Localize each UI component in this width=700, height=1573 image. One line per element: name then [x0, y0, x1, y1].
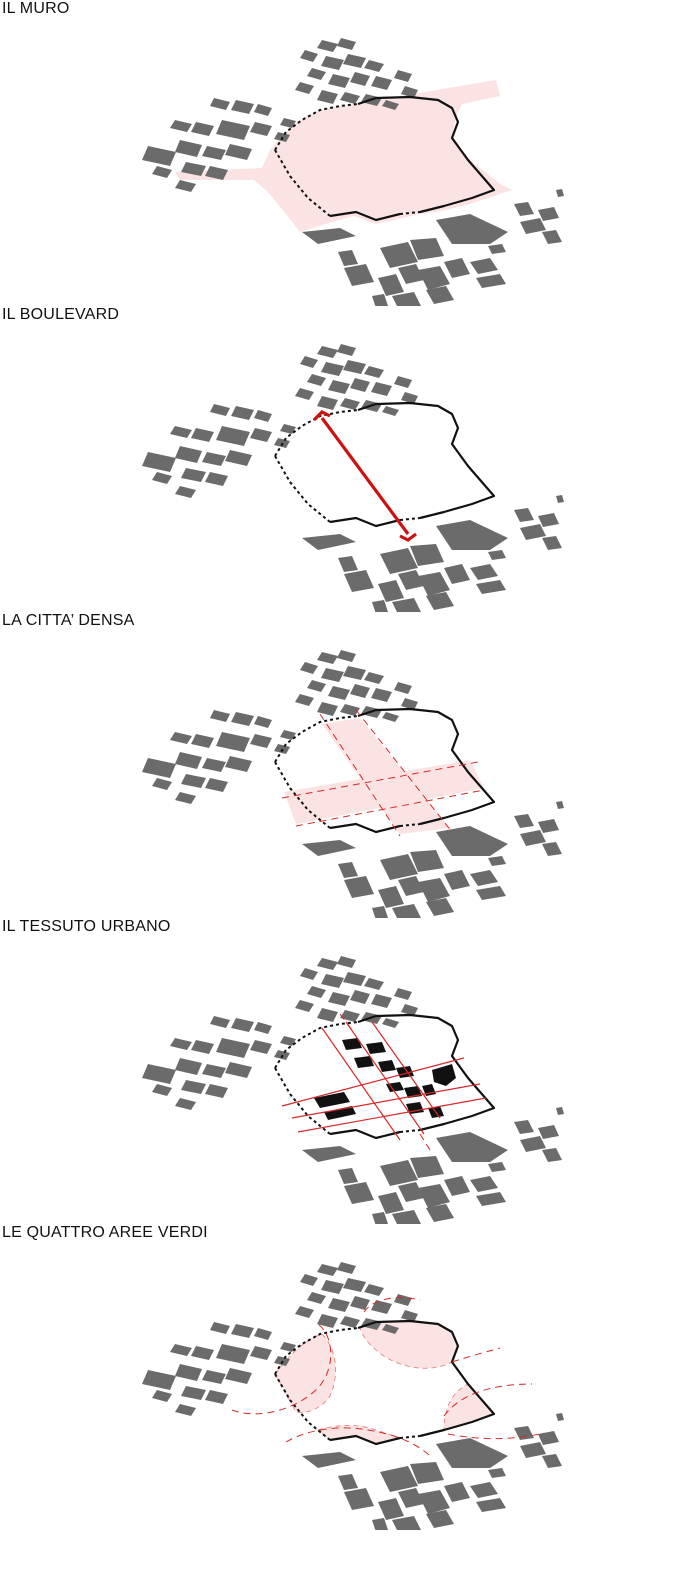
panel-il-muro: IL MURO — [0, 0, 700, 306]
boulevard-axis — [312, 410, 417, 542]
panel-title: IL MURO — [2, 0, 70, 17]
panel-title: LA CITTA’ DENSA — [2, 612, 135, 629]
green-area-north — [359, 1320, 459, 1369]
base-map — [140, 1260, 566, 1530]
panel-title: IL BOULEVARD — [2, 306, 120, 323]
base-map — [140, 954, 566, 1224]
dense-zone-ew — [284, 760, 484, 824]
panel-le-quattro-aree-verdi: LE QUATTRO AREE VERDI — [0, 1224, 700, 1530]
panel-la-citta-densa: LA CITTA’ DENSA — [0, 612, 700, 918]
diagram-il-muro — [140, 36, 566, 306]
base-map — [140, 342, 566, 612]
diagram-il-tessuto-urbano — [140, 954, 566, 1224]
green-areas — [274, 1320, 495, 1445]
diagram-il-boulevard — [140, 342, 566, 612]
green-area-west — [274, 1333, 336, 1413]
panel-title: IL TESSUTO URBANO — [2, 918, 171, 935]
green-area-outlines — [231, 1297, 541, 1457]
dense-axes — [281, 709, 485, 837]
panel-il-tessuto-urbano: IL TESSUTO URBANO — [0, 918, 700, 1224]
wall-zone — [175, 80, 512, 232]
diagram-la-citta-densa — [140, 648, 566, 918]
panel-il-boulevard: IL BOULEVARD — [0, 306, 700, 612]
panel-title: LE QUATTRO AREE VERDI — [2, 1224, 208, 1241]
urban-grid-lines — [281, 1013, 487, 1151]
diagram-le-quattro-aree-verdi — [140, 1260, 566, 1530]
